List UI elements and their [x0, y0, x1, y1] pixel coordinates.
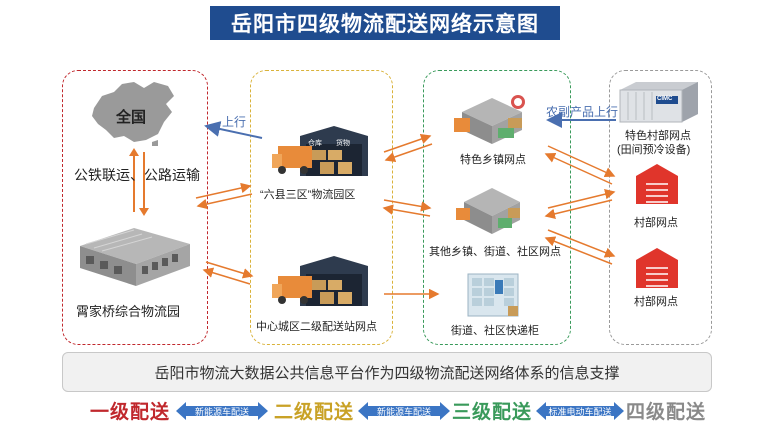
- cold-container-icon: [619, 82, 698, 123]
- agri-upstream-label: 农副产品上行: [546, 105, 619, 119]
- village-label-1: 村部网点: [634, 217, 678, 229]
- special-town-label: 特色乡镇网点: [460, 154, 526, 166]
- level-3-label: 三级配送: [452, 402, 533, 423]
- level4-region: [609, 70, 712, 345]
- double-arrow-icon: [358, 402, 450, 420]
- village-warehouse-icon-1: [636, 164, 678, 204]
- container-logo: CIMC: [657, 96, 673, 102]
- village-warehouse-icon-2: [636, 248, 678, 288]
- china-map-icon: [92, 82, 174, 146]
- level-link-3: 标准电动车配送: [536, 402, 624, 420]
- level-link-2-text: 新能源车配送: [376, 406, 431, 417]
- village-label-2: 村部网点: [634, 296, 678, 308]
- level-link-1-text: 新能源车配送: [194, 406, 249, 417]
- page-title: 岳阳市四级物流配送网络示意图: [210, 6, 560, 40]
- locker-label: 街道、社区快递柜: [451, 325, 539, 337]
- level-link-3-text: 标准电动车配送: [548, 406, 612, 417]
- park-sign-right: 货物: [336, 140, 350, 147]
- special-village-label: 特色村部网点: [625, 130, 691, 142]
- upstream-label: 上行: [222, 115, 247, 129]
- park-sign-left: 仓库: [308, 140, 322, 147]
- national-label: 全国: [116, 109, 147, 126]
- double-arrow-icon: [536, 402, 624, 420]
- info-platform-bar: 岳阳市物流大数据公共信息平台作为四级物流配送网络体系的信息支撑: [62, 352, 712, 392]
- park-label: “六县三区”物流园区: [260, 189, 356, 201]
- hub-label: 霄家桥综合物流园: [76, 304, 181, 319]
- level-1-label: 一级配送: [90, 402, 171, 423]
- urban-label: 中心城区二级配送站网点: [256, 321, 377, 333]
- level-2-label: 二级配送: [274, 402, 355, 423]
- level-link-1: 新能源车配送: [176, 402, 268, 420]
- special-town-icon: [454, 95, 525, 144]
- park-warehouse-icon: [272, 126, 368, 176]
- urban-warehouse-icon: [272, 256, 368, 306]
- transport-label: 公铁联运、公路运输: [74, 167, 200, 183]
- double-arrow-icon: [176, 402, 268, 420]
- special-village-sub: (田间预冷设备): [617, 144, 691, 156]
- parcel-locker-icon: [467, 273, 519, 317]
- logistics-park-icon: [80, 228, 190, 286]
- level-link-2: 新能源车配送: [358, 402, 450, 420]
- other-town-label: 其他乡镇、街道、社区网点: [429, 246, 561, 258]
- level-4-label: 四级配送: [626, 402, 707, 423]
- other-town-icon: [456, 188, 520, 234]
- national-hub-arrows: [129, 148, 149, 216]
